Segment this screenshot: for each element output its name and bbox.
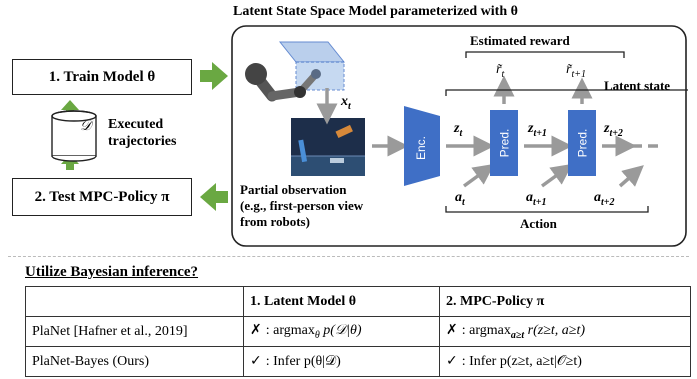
action-t-sub: t	[462, 196, 465, 208]
green-arrow-up-top	[61, 100, 79, 116]
action-t: at	[455, 190, 465, 208]
reward-t-var: r̃	[496, 62, 502, 77]
planet-policy-rest: r(z≥t, a≥t)	[524, 323, 586, 339]
latent-bracket	[445, 89, 688, 96]
check-icon: ✓	[446, 353, 458, 369]
cell-planet-policy: ✗: argmaxa≥t r(z≥t, a≥t)	[439, 316, 691, 347]
pred-block-1: Pred.	[490, 110, 518, 176]
table-heading: Utilize Bayesian inference?	[25, 264, 199, 280]
executed-trajectories-label: Executed trajectories	[108, 116, 176, 150]
section-divider	[8, 256, 689, 257]
train-model-box: 1. Train Model θ	[12, 59, 192, 95]
pred-block-2: Pred.	[568, 110, 596, 176]
planet-policy-sub: a≥t	[510, 329, 525, 341]
reward-t: r̃t	[496, 62, 504, 80]
partial-obs-line1: Partial observation	[240, 182, 347, 197]
dataset-cylinder-icon	[51, 110, 97, 162]
partial-obs-line2: (e.g., first-person view	[240, 198, 364, 213]
action-bracket	[445, 206, 649, 213]
green-arrow-up-bottom	[61, 154, 79, 170]
reward-t1-sub: t+1	[571, 68, 586, 80]
planet-model-rest: p(𝒟|θ)	[319, 323, 362, 339]
diagram-graphics	[51, 25, 688, 247]
green-arrow-left	[200, 183, 228, 211]
reward-bracket	[465, 51, 625, 58]
action-t1-sub: t+1	[533, 196, 547, 208]
planet-model-sub: θ	[314, 329, 320, 341]
action-t1-var: a	[526, 190, 533, 205]
latent-state-label: Latent state	[604, 78, 671, 93]
executed-text: Executed	[108, 117, 164, 132]
test-policy-box: 2. Test MPC-Policy π	[12, 178, 192, 216]
latent-t-sub: t	[459, 127, 463, 139]
bayes-policy-text: : Infer p(z≥t, a≥t|𝒪≥t)	[461, 354, 582, 369]
latent-t2-var: z	[604, 121, 610, 136]
latent-t1-sub: t+1	[533, 127, 547, 139]
planet-policy-text: : argmax	[461, 323, 511, 339]
latent-t1-var: z	[528, 121, 534, 136]
diagram-title: Latent State Space Model parameterized w…	[233, 4, 518, 19]
first-person-view-image	[291, 118, 365, 176]
header-latent-model: 1. Latent Model θ	[243, 286, 440, 317]
latent-t2-sub: t+2	[609, 127, 623, 139]
bayes-model-text: : Infer p(θ|𝒟)	[265, 354, 341, 369]
planet-model-text: : argmax	[265, 323, 315, 339]
pred-label-1: Pred.	[497, 128, 511, 158]
encoder-block	[404, 106, 440, 186]
cell-bayes-policy: ✓: Infer p(z≥t, a≥t|𝒪≥t)	[439, 346, 691, 377]
cell-bayes-model: ✓: Infer p(θ|𝒟)	[243, 346, 440, 377]
table-row: PlaNet-Bayes (Ours) ✓: Infer p(θ|𝒟) ✓: I…	[25, 346, 691, 377]
encoder-label: Enc.	[414, 135, 428, 160]
partial-obs-line3: from robots)	[240, 214, 310, 229]
action-t2-sub: t+2	[601, 196, 615, 208]
obs-variable: xt	[341, 94, 351, 112]
obs-var-text: x	[341, 94, 348, 109]
table-header-row: 1. Latent Model θ 2. MPC-Policy π	[25, 286, 691, 317]
action-t2: at+2	[594, 190, 614, 208]
latent-t: zt	[454, 121, 462, 139]
reward-t1-var: r̃	[566, 62, 572, 77]
obs-sub-text: t	[348, 100, 351, 112]
header-mpc-policy: 2. MPC-Policy π	[439, 286, 691, 317]
robot-arm-icon	[245, 41, 346, 102]
action-t-var: a	[455, 190, 462, 205]
dataset-symbol: 𝒟	[80, 119, 92, 134]
model-frame	[231, 25, 687, 247]
cross-icon: ✗	[446, 322, 458, 339]
cross-icon: ✗	[250, 322, 262, 339]
table-row: PlaNet [Hafner et al., 2019] ✗: argmaxθ …	[25, 316, 691, 347]
cell-planet-model: ✗: argmaxθ p(𝒟|θ)	[243, 316, 440, 347]
trajectories-text: trajectories	[108, 134, 177, 149]
train-model-label: 1. Train Model θ	[48, 68, 156, 85]
action-label: Action	[520, 216, 557, 231]
latent-t-var: z	[454, 121, 460, 136]
action-t2-var: a	[594, 190, 601, 205]
latent-t1: zt+1	[528, 121, 547, 139]
comparison-table: 1. Latent Model θ 2. MPC-Policy π PlaNet…	[25, 286, 691, 377]
reward-t-sub: t	[501, 68, 505, 80]
pred-label-2: Pred.	[575, 128, 589, 158]
action-t1: at+1	[526, 190, 546, 208]
reward-t1: r̃t+1	[566, 62, 586, 80]
test-policy-label: 2. Test MPC-Policy π	[34, 188, 170, 205]
latent-t2: zt+2	[604, 121, 623, 139]
green-arrow-right	[200, 62, 228, 90]
estimated-reward-label: Estimated reward	[470, 33, 570, 48]
check-icon: ✓	[250, 353, 262, 369]
row-name-planet: PlaNet [Hafner et al., 2019]	[25, 316, 244, 347]
header-empty-cell	[25, 286, 244, 317]
partial-observation-label: Partial observation (e.g., first-person …	[240, 182, 363, 230]
row-name-planet-bayes: PlaNet-Bayes (Ours)	[25, 346, 244, 377]
